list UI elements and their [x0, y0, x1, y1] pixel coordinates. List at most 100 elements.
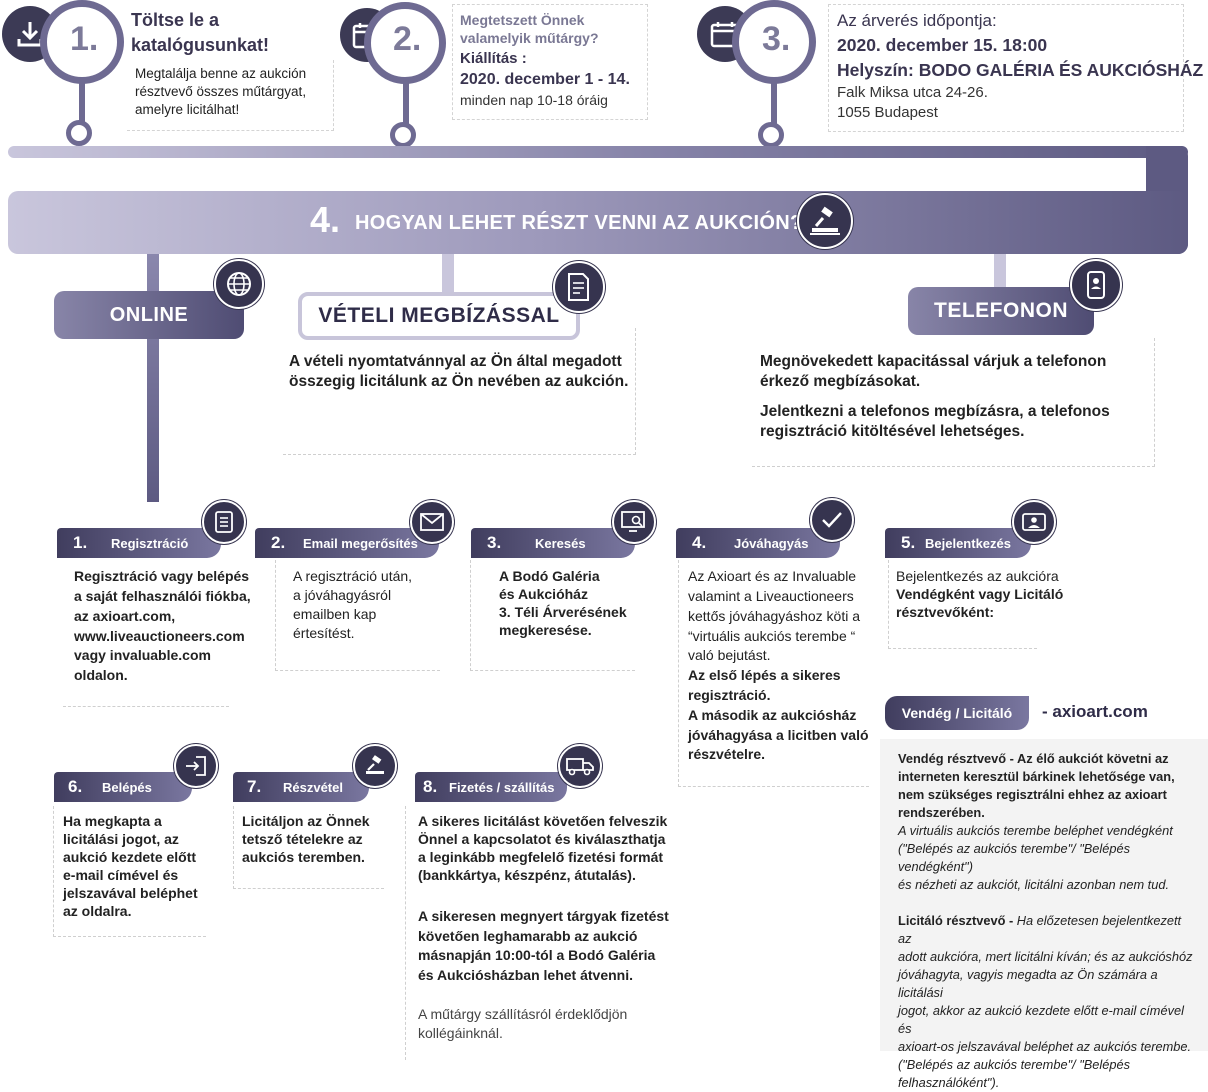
step4-line-5: Az első lépés a sikeres	[688, 667, 841, 683]
step-tag-5: 5. Bejelentkezés	[885, 528, 1031, 558]
step1-line-1: a saját felhasználói fiókba,	[74, 588, 251, 604]
step3-datetime: 2020. december 15. 18:00	[837, 35, 1048, 55]
step3-number: 3.	[762, 20, 791, 58]
step4-line-2: kettős jóváhagyáshoz köti a	[688, 608, 860, 624]
step3-stem	[771, 82, 777, 126]
telefon-desc-box	[752, 338, 1155, 467]
step-tag-7: 7. Részvétel	[233, 772, 369, 802]
step1-number: 1.	[70, 20, 99, 58]
step1-desc-box	[127, 60, 334, 131]
step-icon-circle-4	[810, 498, 854, 542]
checklist-icon	[215, 511, 233, 533]
step8-p1-3: (bankkártya, készpénz, átutalás).	[418, 867, 636, 883]
step3-knob	[758, 122, 784, 148]
step3-label: Az árverés időpontja:	[837, 11, 997, 30]
telefon-desc1: Megnövekedett kapacitással várjuk a tele…	[760, 353, 1107, 390]
step-label-4: Jóváhagyás	[734, 535, 809, 551]
guest-site: - axioart.com	[1042, 702, 1148, 721]
step4-line-0: Az Axioart és az Invaluable	[688, 568, 857, 584]
step-label-2: Email megerősítés	[303, 535, 418, 551]
step-tag-4: 4. Jóváhagyás	[676, 528, 840, 558]
checkmark-icon	[822, 512, 842, 528]
step3-ring	[732, 0, 816, 84]
step-label-7: Részvétel	[283, 779, 343, 795]
step6-line-4: jelszavával beléphet	[63, 885, 198, 901]
step2-stem	[403, 82, 409, 126]
step5-line-1: Vendégként vagy Licitáló	[896, 586, 1064, 602]
step8-p1-1: Önnel a kapcsolatot és kiválaszthatja	[418, 831, 666, 847]
globe-icon-circle	[214, 259, 264, 309]
banner-number: 4.	[310, 199, 341, 240]
step1-title: Töltse le a katalógusunkat!	[131, 10, 270, 55]
method-veteli-label: VÉTELI MEGBÍZÁSSAL	[318, 304, 560, 327]
gavel-icon-circle	[797, 193, 853, 249]
phone-icon	[1087, 271, 1105, 299]
method-veteli: VÉTELI MEGBÍZÁSSAL	[298, 292, 580, 340]
step-label-6: Belépés	[102, 779, 152, 795]
method-telefon: TELEFONON	[908, 287, 1094, 335]
step-num-2: 2.	[271, 533, 286, 552]
phone-icon-circle	[1070, 259, 1122, 311]
guest-tag-label: Vendég / Licitáló	[901, 705, 1013, 721]
step3-line-0: A Bodó Galéria	[499, 568, 600, 584]
guest-p2-ital-3: axioart-os jelszavával beléphet az aukci…	[898, 1039, 1192, 1054]
step-num-4: 4.	[692, 533, 707, 552]
step4-line-6: regisztráció.	[688, 687, 771, 703]
step1-line-5: oldalon.	[74, 667, 128, 683]
gavel-icon	[810, 206, 840, 235]
step1-stem	[79, 82, 85, 124]
guest-p2-ital-4: ("Belépés az aukciós terembe"/ "Belépés	[898, 1057, 1131, 1072]
step8-p3-1: kollégáinknál.	[418, 1025, 503, 1041]
step-num-8: 8.	[423, 777, 438, 796]
guest-p1-ital-1: ("Belépés az aukciós terembe"/ "Belépés …	[898, 841, 1131, 874]
step4-box	[678, 560, 869, 787]
guest-p2-ital-2: jogot, akkor az aukció kezdete előtt e-m…	[898, 1003, 1184, 1036]
step-icon-circle-5	[1012, 500, 1056, 544]
guest-p1-ital-0: A virtuális aukciós terembe beléphet ven…	[898, 823, 1173, 838]
step8-p3-0: A műtárgy szállításról érdeklődjön	[418, 1006, 628, 1022]
document-sign-icon	[568, 273, 589, 301]
step3-line-3: megkeresése.	[499, 622, 592, 638]
step1-desc: Megtalálja benne az aukción résztvevő ös…	[135, 66, 307, 117]
step5-line-2: résztvevőként:	[896, 604, 995, 620]
timeline-track	[8, 146, 1188, 158]
guest-panel	[880, 679, 1208, 1051]
veteli-connector	[442, 254, 454, 294]
guest-p2-ital-0: adott aukcióra, mert licitálni kíván; és…	[898, 949, 1193, 964]
gavel-icon	[366, 755, 384, 774]
step4-line-1: valamint a Liveauctioneers	[688, 588, 854, 604]
step3-line-1: és Aukcióház	[499, 586, 588, 602]
step4-line-9: részvételre.	[688, 746, 766, 762]
step2-line-2: emailben kap	[293, 606, 377, 622]
step2-hours: minden nap 10-18 óráig	[460, 92, 608, 108]
veteli-desc: A vételi nyomtatvánnyal az Ön által mega…	[289, 353, 629, 390]
step2-knob	[390, 122, 416, 148]
step6-line-0: Ha megkapta a	[63, 813, 162, 829]
step-icon-circle-7	[353, 744, 397, 788]
step4-line-7: A második az aukciósház	[688, 707, 857, 723]
step8-p1-2: a leginkább megfelelő fizetési formát	[418, 849, 664, 865]
step3-city: 1055 Budapest	[837, 104, 938, 121]
step8-p1-0: A sikeres licitálást követően felveszik	[418, 813, 668, 829]
step-num-1: 1.	[73, 533, 88, 552]
step8-box	[405, 806, 406, 1060]
step-icon-circle-3	[612, 500, 656, 544]
step2-label: Kiállítás :	[460, 50, 527, 67]
step2-question: Megtetszett Önnek valamelyik műtárgy?	[460, 12, 599, 46]
step7-line-0: Licitáljon az Önnek	[242, 813, 370, 829]
step6-line-3: e-mail címével és	[63, 867, 179, 883]
step4-line-3: “virtuális aukciós terembe “	[688, 628, 856, 644]
step-tag-6: 6. Belépés	[54, 772, 192, 802]
guest-p1-bold-0: Vendég résztvevő - Az élő aukciót követn…	[898, 751, 1169, 766]
step8-p2-3: és Aukciósházban lehet átvenni.	[418, 967, 633, 983]
step5-line-0: Bejelentkezés az aukcióra	[896, 568, 1059, 584]
step-num-7: 7.	[247, 777, 262, 796]
truck-icon	[566, 758, 594, 776]
step-tag-3: 3. Keresés	[471, 528, 635, 558]
step1-knob	[66, 120, 92, 146]
step3-box	[470, 560, 635, 671]
step1-box	[63, 560, 229, 707]
method-online: ONLINE	[54, 291, 244, 339]
step6-line-2: aukció kezdete előtt	[63, 849, 197, 865]
step-label-3: Keresés	[535, 535, 586, 551]
